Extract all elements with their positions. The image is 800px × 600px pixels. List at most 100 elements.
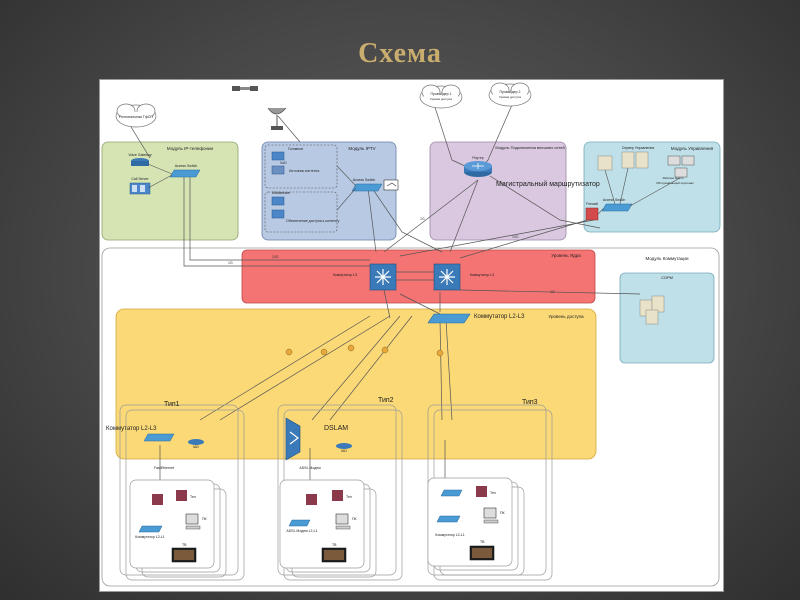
dslam-label: DSLAM (324, 425, 348, 432)
router-label: Роутер (472, 156, 483, 160)
house-group-2: Тел ADSL Модем L2-L1 ПК ТВ (279, 479, 377, 578)
core-switch-left-label: Коммутатор L3 (333, 273, 357, 277)
iptv-vod-icon (271, 165, 285, 175)
cloud-provider2-sublabel: Уровня доступа (499, 95, 521, 99)
cloud-provider1-label: Провайдер 1 (431, 92, 452, 96)
zone-management (583, 141, 721, 233)
house-switch-label: ADSL Модем L2-L1 (286, 529, 317, 533)
pc-icon (185, 513, 201, 530)
cloud-provider2-label: Провайдер 2 (500, 90, 521, 94)
iptv-ca-label: Обеспечение доступа к контенту (286, 219, 340, 223)
tv-label: ТВ (480, 540, 485, 544)
iptv-vod-label: VoD (280, 161, 287, 165)
phone-icon (476, 486, 487, 497)
voice-gateway-icon (131, 158, 149, 166)
tv-label: ТВ (332, 543, 337, 547)
house-group-3: Тел Коммутатор L2-L1 ПК ТВ (427, 477, 525, 576)
zone-external-label: Модуль Подключения внешних сетей (495, 145, 564, 150)
tv-icon (321, 547, 347, 563)
zone-core-label: Уровень Ядра (551, 253, 581, 258)
distribution-switch-label: Коммутатор L2-L3 (474, 314, 525, 320)
iptv-ca-icon (271, 209, 285, 219)
pc-icon (335, 513, 351, 530)
zone-ip-telephony (101, 141, 239, 241)
tv-icon (469, 545, 495, 561)
iptv-server-icon (271, 151, 285, 161)
link-markers (285, 344, 444, 357)
cloud-regional-label: Региональная ТфОП (119, 115, 154, 119)
adsl-modem-label: ADSL Модем (299, 466, 321, 470)
mgmt-access-switch-icon (601, 203, 633, 212)
iptv-middleware-label: Middleware (272, 191, 290, 195)
link-tel-internal (147, 163, 173, 189)
access-switch-iptv-icon (351, 183, 383, 192)
link-label: 1G (228, 261, 233, 265)
link-labels: 1G 10G 1G 10G 1G (228, 217, 555, 294)
main-router-label: Магистральный маршрутизатор (496, 180, 600, 188)
access-switch-tel-icon (169, 169, 201, 178)
mgmt-firewall-label: Firewall (586, 202, 598, 206)
cloud-provider1-icon (419, 84, 463, 109)
mgmt-firewall-icon (585, 207, 599, 221)
type-group-frames (119, 404, 553, 581)
zone-access-label: Уровень доступа (548, 314, 584, 319)
access-switch-cap-label: Коммутатор L2-L3 (106, 426, 157, 432)
mgmt-workstations-icon (667, 155, 695, 178)
cloud-provider1-sublabel: Уровня доступа (430, 97, 452, 101)
phone-icon (176, 490, 187, 501)
zone-outer-frame (101, 247, 720, 587)
phone-icon (306, 494, 317, 505)
access-switch-type1-icon (143, 433, 204, 445)
house-switch-label: Коммутатор L2-L1 (135, 535, 164, 539)
house-switch-icon (436, 489, 463, 523)
type1-label: Тип1 (164, 401, 180, 408)
zone-core (241, 249, 596, 304)
link-label: 1G (550, 290, 555, 294)
phone-label: Тел (490, 491, 496, 495)
cloud-provider2-icon (488, 82, 532, 107)
cloud-regional-icon (115, 103, 157, 128)
house-switch-label: Коммутатор L2-L1 (435, 533, 464, 537)
voice-gateway-label: Voice Gateway (128, 153, 152, 157)
zone-external (429, 141, 567, 241)
phone-icon (332, 490, 343, 501)
link-core-interconnect (396, 271, 434, 281)
mgmt-workstation-label: Рабочее место (663, 176, 684, 180)
iptv-firewall-icon (383, 179, 399, 191)
core-switch-right-icon (433, 263, 461, 291)
access-switch-tel-label: Access Switch (175, 164, 198, 168)
distribution-switch-icon (427, 313, 471, 324)
zone-switching-module-label: Модуль Коммутации (646, 256, 689, 261)
iptv-ca-box (264, 191, 338, 233)
core-switch-left-icon (369, 263, 397, 291)
zone-iptv (261, 141, 397, 241)
house-switch-icon (288, 519, 311, 527)
zone-management-label: Модуль Управления (671, 146, 714, 151)
iad-type2-label: IAD (341, 449, 347, 453)
core-switch-right-label: Коммутатор L3 (470, 273, 494, 277)
phone-label: Тел (346, 495, 352, 499)
link-label: 10G (272, 255, 279, 259)
tv-label: ТВ (182, 543, 187, 547)
fast-ethernet-label: FastEthernet (154, 466, 174, 470)
zone-iptv-label: Модуль IPTV (348, 146, 375, 151)
house-switch-icon (138, 525, 163, 533)
mgmt-monitor-label: Обслуживающий персонал (656, 181, 694, 185)
link-label: 10G (512, 235, 519, 239)
links (127, 97, 641, 484)
link-iptv-internal (336, 165, 357, 211)
phone-label: Тел (190, 495, 196, 499)
dslam-icon (285, 417, 352, 461)
sorm-servers-icon (639, 295, 665, 325)
phone-icon (152, 494, 163, 505)
zone-switching-module (619, 272, 715, 364)
iptv-middleware-icon (271, 196, 285, 206)
pc-icon (483, 507, 499, 524)
access-switch-iptv-label: Access Switch (353, 178, 376, 182)
type2-label: Тип2 (378, 397, 394, 404)
type3-label: Тип3 (522, 399, 538, 406)
link-label: 1G (420, 217, 425, 221)
network-diagram: Модуль IP-телефонии Модуль IPTV Модуль П… (99, 79, 724, 592)
iptv-group-box (264, 144, 338, 189)
main-router-icon (464, 161, 492, 177)
